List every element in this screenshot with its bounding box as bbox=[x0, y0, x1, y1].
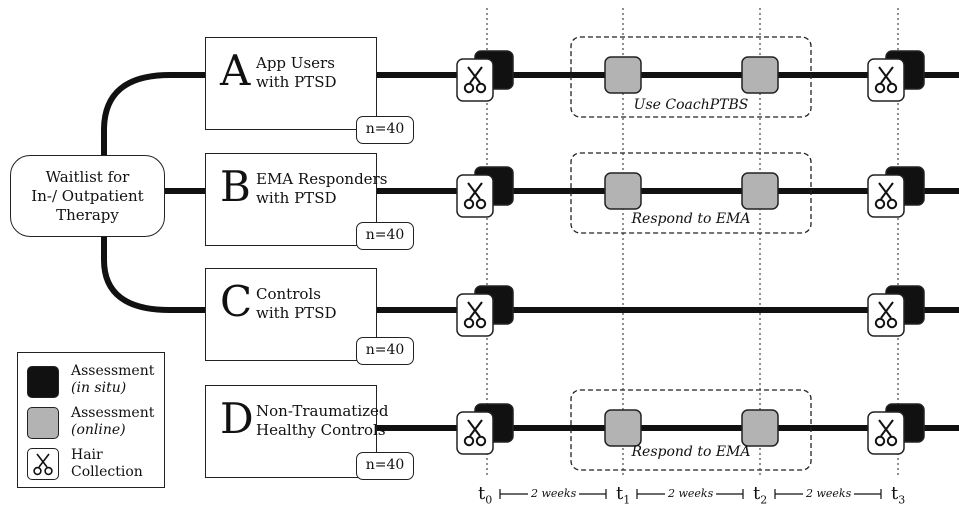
interval-label-2: 2 weeks bbox=[665, 487, 717, 501]
hair-collection-marker bbox=[456, 293, 494, 337]
activity-label-d: Respond to EMA bbox=[631, 444, 751, 460]
legend-in-situ-line-1: Assessment bbox=[71, 363, 155, 379]
group-box-c: C Controls with PTSD bbox=[205, 268, 377, 361]
activity-box-a bbox=[570, 36, 812, 118]
waitlist-line-3: Therapy bbox=[56, 205, 119, 224]
in-situ-assessment-swatch bbox=[27, 366, 59, 398]
sample-size-badge-b: n=40 bbox=[356, 222, 414, 250]
time-label-sub: 2 bbox=[760, 493, 768, 507]
hair-collection-swatch bbox=[27, 448, 59, 480]
group-name-line-2: with PTSD bbox=[256, 73, 337, 91]
interval-label-1: 2 weeks bbox=[528, 487, 580, 501]
group-letter: B bbox=[220, 162, 251, 211]
hair-collection-marker bbox=[456, 174, 494, 218]
sample-size-badge-d: n=40 bbox=[356, 452, 414, 480]
legend-in-situ-label: Assessment (in situ) bbox=[71, 363, 154, 397]
group-name-line-1: App Users bbox=[256, 54, 335, 72]
time-label-text: t bbox=[478, 483, 486, 504]
activity-label-b: Respond to EMA bbox=[631, 211, 751, 227]
time-label-text: t bbox=[753, 483, 761, 504]
scissors-icon bbox=[33, 453, 53, 476]
legend-in-situ-line-2: (in situ) bbox=[71, 380, 127, 396]
group-box-b: B EMA Responders with PTSD bbox=[205, 153, 387, 246]
legend-hair-label: Hair Collection bbox=[71, 447, 143, 481]
group-name-line-1: EMA Responders bbox=[256, 170, 388, 188]
waitlist-line-2: In-/ Outpatient bbox=[31, 186, 144, 205]
group-name: EMA Responders with PTSD bbox=[256, 170, 387, 208]
time-label-t1: t1 bbox=[616, 484, 630, 511]
time-label-text: t bbox=[616, 483, 624, 504]
group-name: Non-Traumatized Healthy Controls bbox=[256, 402, 389, 440]
hair-collection-marker bbox=[867, 293, 905, 337]
online-assessment-marker bbox=[604, 409, 642, 447]
group-name-line-2: with PTSD bbox=[256, 189, 337, 207]
legend-online-label: Assessment (online) bbox=[71, 405, 154, 439]
hair-collection-marker bbox=[456, 411, 494, 455]
online-assessment-marker bbox=[604, 56, 642, 94]
scissors-icon bbox=[463, 301, 487, 329]
group-letter: D bbox=[220, 394, 254, 443]
legend-online-line-1: Assessment bbox=[71, 405, 155, 421]
online-assessment-marker bbox=[741, 56, 779, 94]
legend-hair-line-1: Hair bbox=[71, 447, 103, 463]
hair-collection-marker bbox=[867, 174, 905, 218]
scissors-icon bbox=[874, 419, 898, 447]
group-letter: C bbox=[220, 277, 253, 326]
group-name: App Users with PTSD bbox=[256, 54, 337, 92]
legend-online-line-2: (online) bbox=[71, 422, 126, 438]
hair-collection-marker bbox=[867, 58, 905, 102]
time-label-t3: t3 bbox=[891, 484, 905, 511]
waitlist-line-1: Waitlist for bbox=[45, 167, 130, 186]
time-label-text: t bbox=[891, 483, 899, 504]
scissors-icon bbox=[874, 301, 898, 329]
online-assessment-marker bbox=[741, 409, 779, 447]
time-label-sub: 1 bbox=[623, 493, 631, 507]
group-letter: A bbox=[220, 46, 251, 95]
scissors-icon bbox=[874, 66, 898, 94]
scissors-icon bbox=[463, 419, 487, 447]
group-name-line-1: Controls bbox=[256, 285, 321, 303]
scissors-icon bbox=[874, 182, 898, 210]
activity-box-d bbox=[570, 389, 812, 471]
online-assessment-swatch bbox=[27, 407, 59, 439]
legend: Assessment (in situ) Assessment (online)… bbox=[17, 352, 165, 488]
sample-size-badge-a: n=40 bbox=[356, 116, 414, 144]
sample-size-badge-c: n=40 bbox=[356, 337, 414, 365]
time-label-sub: 3 bbox=[898, 493, 906, 507]
activity-label-a: Use CoachPTBS bbox=[633, 97, 749, 113]
group-name-line-1: Non-Traumatized bbox=[256, 402, 389, 420]
branch-to-c bbox=[101, 237, 205, 313]
branch-to-a bbox=[101, 72, 205, 155]
group-name: Controls with PTSD bbox=[256, 285, 337, 323]
time-label-t0: t0 bbox=[478, 484, 492, 511]
hair-collection-marker bbox=[867, 411, 905, 455]
activity-box-b bbox=[570, 152, 812, 234]
group-name-line-2: with PTSD bbox=[256, 304, 337, 322]
hair-collection-marker bbox=[456, 58, 494, 102]
group-box-d: D Non-Traumatized Healthy Controls bbox=[205, 385, 389, 478]
legend-hair-line-2: Collection bbox=[71, 464, 143, 480]
online-assessment-marker bbox=[604, 172, 642, 210]
assessment-markers bbox=[456, 50, 925, 455]
time-label-sub: 0 bbox=[485, 493, 493, 507]
time-label-t2: t2 bbox=[753, 484, 767, 511]
interval-label-3: 2 weeks bbox=[803, 487, 855, 501]
online-assessment-marker bbox=[741, 172, 779, 210]
group-box-a: A App Users with PTSD bbox=[205, 37, 377, 130]
scissors-icon bbox=[463, 66, 487, 94]
group-name-line-2: Healthy Controls bbox=[256, 421, 386, 439]
waitlist-box: Waitlist for In-/ Outpatient Therapy bbox=[10, 155, 165, 237]
scissors-icon bbox=[463, 182, 487, 210]
